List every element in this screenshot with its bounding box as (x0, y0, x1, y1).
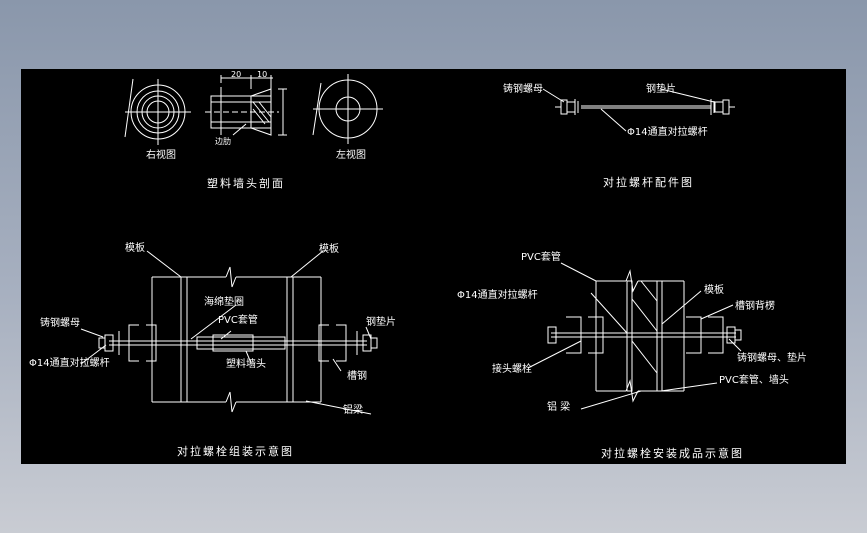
installed-rod-label: Φ14通直对拉螺杆 (457, 288, 538, 301)
panel-installed-title: 对拉螺栓安装成品示意图 (601, 446, 744, 460)
section-view-drawing (205, 75, 287, 136)
assembly-nut-label: 铸钢螺母 (40, 316, 80, 329)
installed-nut-washer-label: 铸钢螺母、垫片 (737, 351, 807, 364)
panel-installed: PVC套管 Φ14通直对拉螺杆 模板 槽钢背楞 铸钢螺母、垫片 接头螺栓 PVC… (457, 250, 807, 460)
assembly-rod-label: Φ14通直对拉螺杆 (29, 356, 110, 369)
parts-rod-label: Φ14通直对拉螺杆 (627, 125, 708, 138)
parts-nut-label: 铸钢螺母 (503, 82, 543, 95)
installed-pvc-label: PVC套管 (521, 250, 561, 263)
installed-drawing (527, 262, 742, 410)
parts-washer-label: 钢垫片 (646, 82, 676, 95)
assembly-sponge-label: 海绵垫圈 (204, 295, 244, 308)
installed-pvc-head-label: PVC套管、墙头 (719, 373, 789, 386)
cad-drawing: 右视图 20 10 边肋 (29, 70, 807, 460)
panel-assembly-title: 对拉螺栓组装示意图 (177, 444, 294, 458)
assembly-beam-label: 铝梁 (343, 403, 363, 416)
assembly-formwork-right-label: 模板 (319, 242, 339, 255)
dim-10-label: 10 (257, 70, 267, 79)
assembly-channel-label: 槽钢 (347, 369, 367, 382)
panel-parts-title: 对拉螺杆配件图 (603, 175, 694, 189)
assembly-pvc-label: PVC套管 (218, 313, 258, 326)
assembly-formwork-left-label: 模板 (125, 241, 145, 254)
installed-joint-bolt-label: 接头螺栓 (492, 362, 532, 375)
assembly-washer-label: 钢垫片 (366, 315, 396, 328)
cad-viewport[interactable]: 右视图 20 10 边肋 (21, 69, 846, 464)
right-view-label: 右视图 (146, 148, 176, 161)
panel-assembly: 模板 模板 海绵垫圈 PVC套管 铸钢螺母 钢垫片 Φ14通直对拉螺杆 塑料墙头… (29, 241, 396, 458)
installed-beam-label: 铝 梁 (547, 400, 570, 413)
installed-channel-back-label: 槽钢背楞 (735, 299, 775, 312)
left-view-label: 左视图 (336, 148, 366, 161)
left-view-drawing (312, 74, 383, 144)
panel-wall-head: 右视图 20 10 边肋 (124, 70, 383, 190)
dim-20-label: 20 (231, 70, 241, 79)
assembly-drawing (80, 250, 378, 415)
installed-formwork-label: 模板 (704, 283, 724, 296)
panel-parts: 铸钢螺母 钢垫片 Φ14通直对拉螺杆 对拉螺杆配件图 (503, 82, 735, 189)
parts-drawing (542, 88, 735, 132)
side-rib-label: 边肋 (215, 136, 231, 146)
panel-wall-head-title: 塑料墙头剖面 (207, 176, 285, 190)
right-view-drawing (124, 78, 191, 145)
assembly-wall-head-label: 塑料墙头 (226, 357, 266, 370)
